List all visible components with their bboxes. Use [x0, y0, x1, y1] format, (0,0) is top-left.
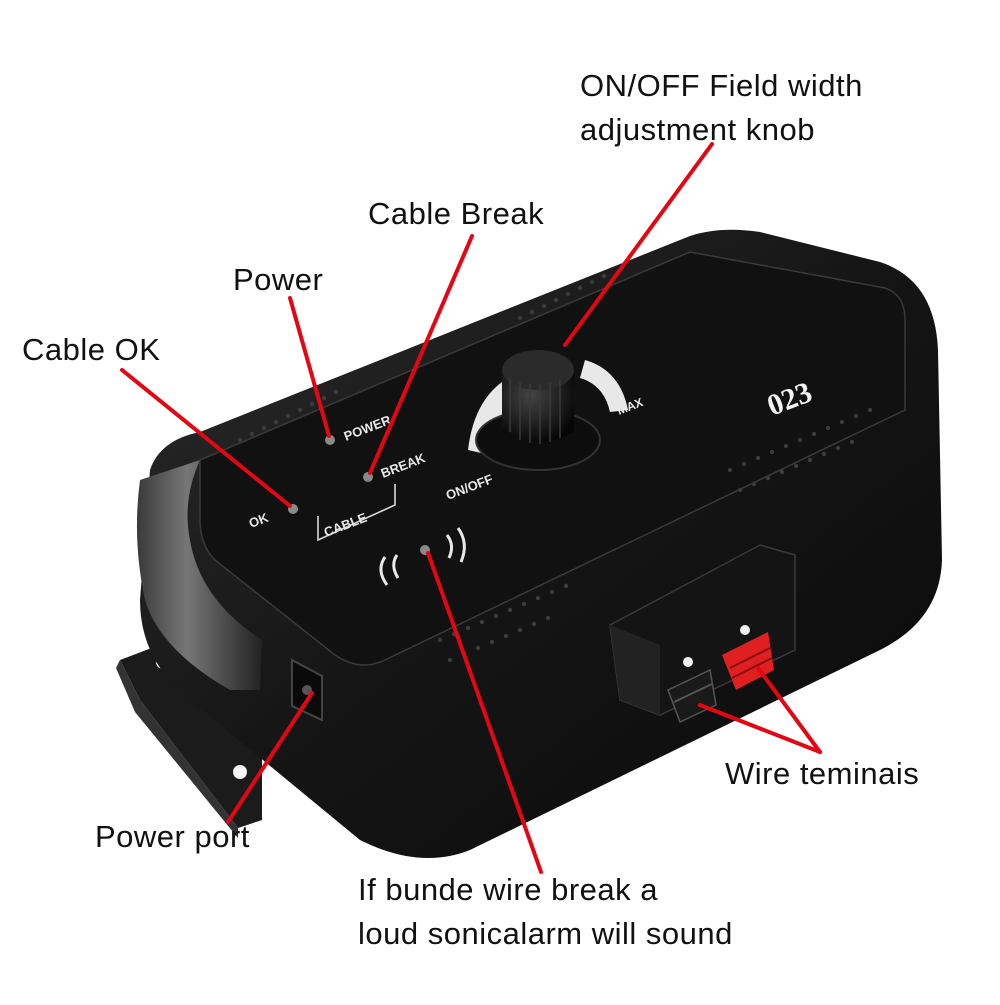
power-port[interactable]	[291, 658, 323, 722]
dial-arc-max	[580, 360, 628, 412]
leader-cable-break	[368, 234, 474, 475]
label-ok: OK	[247, 510, 271, 531]
callout-knob-line2: adjustment knob	[580, 112, 815, 147]
red-terminal-clip[interactable]	[722, 632, 774, 690]
callout-knob-line1: ON/OFF Field width	[580, 68, 863, 103]
adjustment-knob[interactable]	[475, 350, 601, 471]
sound-wave-icon	[379, 527, 466, 586]
leader-alarm	[426, 551, 543, 874]
cable-bracket	[317, 484, 396, 542]
leader-wire-black	[698, 703, 822, 754]
leader-wire-red	[756, 666, 822, 754]
callout-alarm-line1: If bunde wire break a	[358, 872, 659, 907]
leader-cable-ok	[120, 368, 292, 508]
callout-cable-ok: Cable OK	[22, 332, 161, 367]
callout-power: Power	[233, 262, 324, 297]
callout-knob: ON/OFF Field width adjustment knob	[580, 64, 863, 152]
black-terminal-clip[interactable]	[667, 668, 717, 724]
callout-wire-terminals: Wire teminais	[725, 756, 920, 791]
callout-power-port: Power port	[95, 819, 250, 854]
wire-terminal-block	[609, 544, 796, 716]
callout-alarm-line2: loud sonicalarm will sound	[358, 916, 733, 951]
leader-power	[288, 296, 331, 438]
callout-cable-break: Cable Break	[368, 196, 545, 231]
callout-alarm: If bunde wire break a loud sonicalarm wi…	[358, 868, 733, 956]
leader-power-port	[226, 691, 314, 824]
power-led	[325, 435, 335, 445]
leader-knob	[563, 142, 714, 347]
leader-lines	[120, 142, 822, 874]
